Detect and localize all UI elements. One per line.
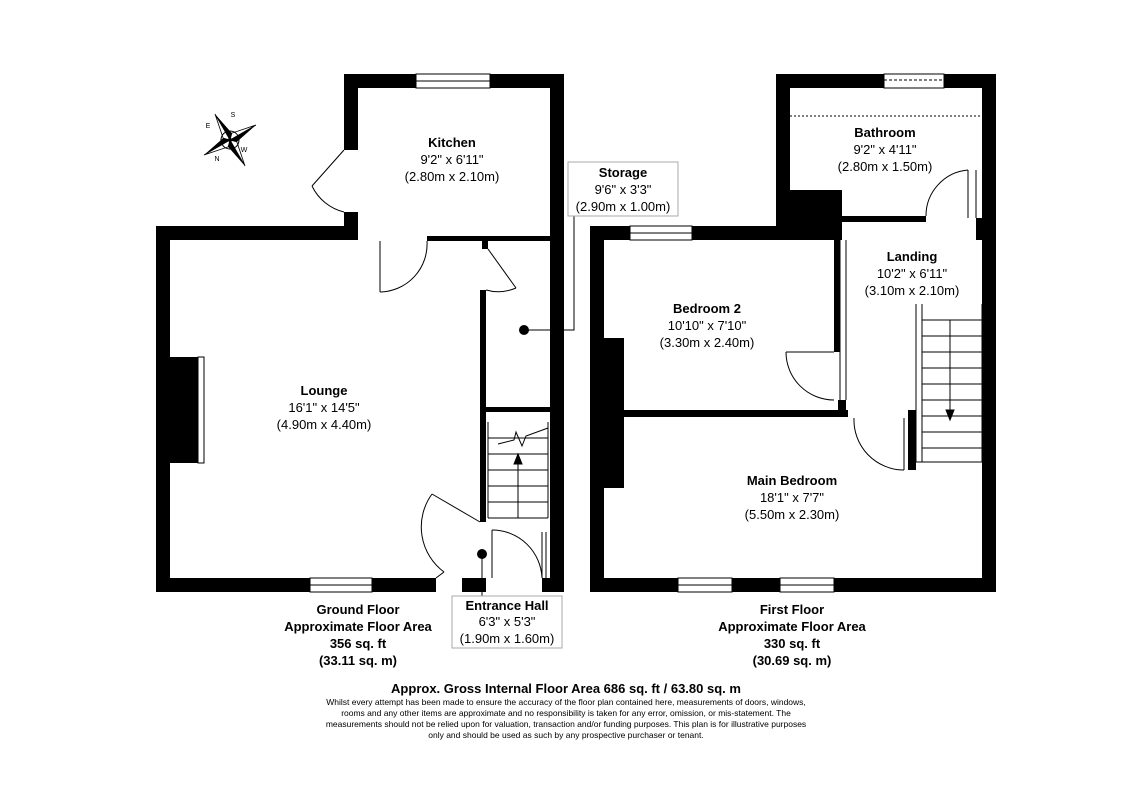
bedroom2-name: Bedroom 2	[673, 301, 741, 316]
entrance-hall-name: Entrance Hall	[465, 598, 548, 613]
storage-dim-metric: (2.90m x 1.00m)	[576, 199, 671, 214]
ground-stairs	[487, 422, 549, 519]
fireplace-hearth	[197, 356, 205, 464]
lounge-dim-imperial: 16'1" x 14'5"	[288, 400, 360, 415]
bedroom2-dim-imperial: 10'10" x 7'10"	[668, 318, 747, 333]
bathroom-dim-metric: (2.80m x 1.50m)	[838, 159, 933, 174]
compass-w-label: W	[241, 147, 248, 154]
chimney-breast	[170, 357, 198, 463]
hall-bottom-wall-left	[462, 578, 486, 592]
ground-floor-title: Ground Floor	[316, 602, 399, 617]
first-floor-title: First Floor	[760, 602, 824, 617]
storage-dim-imperial: 9'6" x 3'3"	[595, 182, 652, 197]
room-labels: Kitchen 9'2" x 6'11" (2.80m x 2.10m) Sto…	[277, 125, 960, 649]
first-floor-sqm: (30.69 sq. m)	[753, 653, 832, 668]
lounge-top-wall	[156, 226, 358, 240]
kitchen-dim-imperial: 9'2" x 6'11"	[420, 152, 483, 167]
first-bottom-wall-left	[590, 578, 678, 592]
bathroom-name: Bathroom	[854, 125, 915, 140]
compass-e-label: E	[206, 123, 211, 130]
lounge-bottom-wall-left	[156, 578, 310, 592]
compass-rose	[203, 113, 257, 167]
lounge-left-wall	[156, 226, 170, 592]
lounge-bottom-wall-right	[372, 578, 436, 592]
first-left-wall	[590, 226, 604, 592]
bathroom-dim-imperial: 9'2" x 4'11"	[853, 142, 916, 157]
disclaimer-line: only and should be used as such by any p…	[428, 730, 703, 740]
storage-pointer	[524, 166, 575, 331]
entrance-hall-dim-imperial: 6'3" x 5'3"	[479, 614, 536, 629]
landing-dim-metric: (3.10m x 2.10m)	[865, 283, 960, 298]
hall-bottom-wall-right	[542, 578, 564, 592]
disclaimer-line: Whilst every attempt has been made to en…	[326, 697, 806, 707]
main-bedroom-dim-imperial: 18'1" x 7'7"	[760, 490, 824, 505]
disclaimer-line: measurements should not be relied upon f…	[326, 719, 806, 729]
bedroom2-dim-metric: (3.30m x 2.40m)	[660, 335, 755, 350]
main-bedroom-dim-metric: (5.50m x 2.30m)	[745, 507, 840, 522]
ground-floor-area-label: Approximate Floor Area	[284, 619, 432, 634]
hall-lounge-door	[431, 493, 481, 523]
kitchen-dim-metric: (2.80m x 2.10m)	[405, 169, 500, 184]
ground-floor-sqft: 356 sq. ft	[330, 636, 387, 651]
kitchen-name: Kitchen	[428, 135, 476, 150]
disclaimer: Whilst every attempt has been made to en…	[326, 697, 806, 740]
bedroom2-right-partition	[834, 240, 840, 352]
compass-s-label: S	[231, 112, 236, 119]
kitchen-side-door	[311, 149, 345, 187]
landing-dim-imperial: 10'2" x 6'11"	[877, 266, 948, 281]
storage-bottom-partition	[486, 407, 550, 412]
first-bottom-wall-right	[834, 578, 996, 592]
first-floor-plan	[590, 74, 996, 592]
compass-n-label: N	[214, 156, 219, 163]
first-floor-sqft: 330 sq. ft	[764, 636, 821, 651]
storage-door-jamb	[482, 241, 488, 249]
ground-floor-sqm: (33.11 sq. m)	[319, 653, 397, 668]
ground-floor-plan	[156, 74, 564, 592]
landing-name: Landing	[887, 249, 938, 264]
lounge-name: Lounge	[301, 383, 348, 398]
ground-right-wall	[550, 74, 564, 592]
storage-marker	[519, 325, 529, 335]
floor-area-labels: Ground Floor Approximate Floor Area 356 …	[284, 602, 866, 668]
gross-area: Approx. Gross Internal Floor Area 686 sq…	[391, 681, 741, 696]
hall-label-box	[451, 595, 563, 649]
lounge-dim-metric: (4.90m x 4.40m)	[277, 417, 372, 432]
first-top-wall	[590, 226, 842, 240]
bathroom-right-wall-upper	[982, 74, 996, 218]
storage-door	[487, 248, 517, 289]
kitchen-left-wall-upper	[344, 74, 358, 150]
stair-left-partition	[908, 410, 916, 470]
bedroom2-door-jamb	[838, 400, 846, 412]
bathroom-window	[883, 73, 945, 89]
entrance-hall-dim-metric: (1.90m x 1.60m)	[460, 631, 555, 646]
disclaimer-line: rooms and any other items are approximat…	[341, 708, 791, 718]
first-floor-area-label: Approximate Floor Area	[718, 619, 866, 634]
storage-label-box	[567, 161, 679, 217]
first-bottom-wall-mid	[732, 578, 780, 592]
bedroom-divider	[604, 410, 848, 417]
first-right-wall	[982, 226, 996, 592]
main-bedroom-name: Main Bedroom	[747, 473, 837, 488]
bathroom-bottom-wall	[842, 216, 926, 222]
lounge-right-partition	[480, 290, 486, 522]
kitchen-bottom-partition	[427, 236, 550, 241]
first-stairs	[915, 304, 983, 463]
storage-name: Storage	[599, 165, 647, 180]
